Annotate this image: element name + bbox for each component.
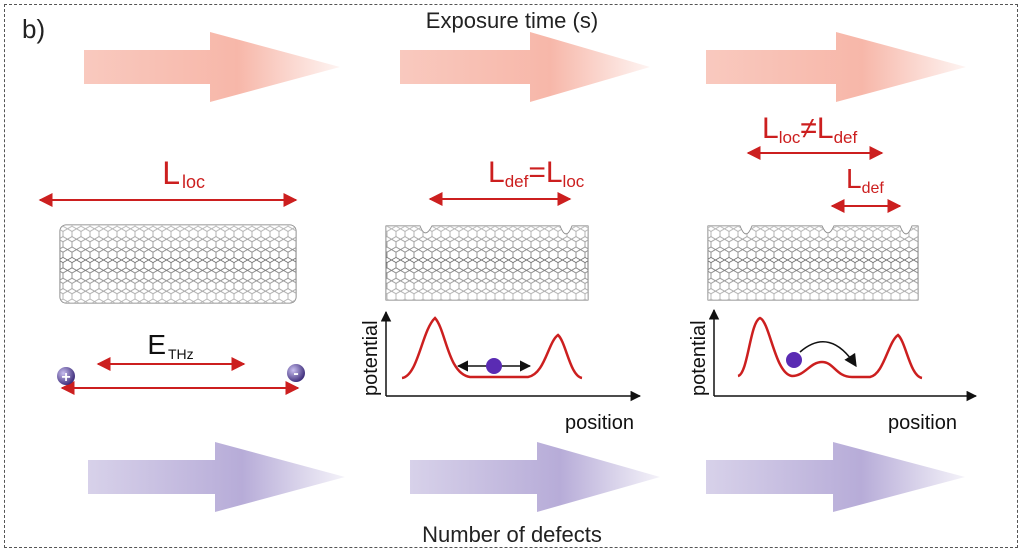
particle-icon-3 <box>786 352 802 368</box>
figure-frame <box>4 4 1018 548</box>
exposure-time-label: Exposure time (s) <box>425 8 599 33</box>
position-label-3: position <box>888 412 957 434</box>
potential-label-2: potential <box>360 320 382 396</box>
position-label-2: position <box>565 412 634 434</box>
e-thz-symbol: E <box>147 329 166 360</box>
particle-hop-arrow <box>799 341 857 368</box>
nanotube-one-defect-shading <box>386 226 588 300</box>
exposure-arrow-2 <box>400 32 650 102</box>
sub-len-subscript: def <box>862 180 885 197</box>
nanotube-pristine-shading <box>60 225 296 303</box>
neq-operator: ≠ <box>800 112 816 145</box>
positive-charge-icon <box>57 367 75 385</box>
particle-icon-2 <box>486 358 502 374</box>
e-thz-subscript: THz <box>168 346 194 362</box>
panel-3: Lloc≠Ldef Ldef potential position <box>688 112 978 434</box>
sub-len: L <box>846 163 862 194</box>
defect-arrow-3 <box>706 442 965 512</box>
exposure-arrows <box>84 32 966 102</box>
panel-label: b) <box>22 14 46 44</box>
l-loc-neq-l-def-label: Lloc≠Ldef <box>762 112 857 147</box>
panel-2: Ldef=Lloc potential position <box>360 156 642 434</box>
panel-1: L loc E THz + - <box>38 155 305 395</box>
exposure-arrow-1 <box>84 32 340 102</box>
potential-curve-2 <box>401 316 583 380</box>
number-of-defects-label: Number of defects <box>422 522 602 547</box>
exposure-arrow-3 <box>706 32 966 102</box>
eq-a-subscript: def <box>505 172 529 191</box>
defect-arrows <box>88 442 965 512</box>
eq-operator: = <box>528 156 546 189</box>
neq-a: L <box>762 112 779 145</box>
negative-charge-icon <box>287 364 305 382</box>
eq-b-subscript: loc <box>563 172 585 191</box>
l-loc-subscript: loc <box>182 172 205 192</box>
positive-charge-sign: + <box>61 369 70 386</box>
defect-arrow-1 <box>88 442 345 512</box>
neq-b: L <box>817 112 834 145</box>
l-loc-symbol: L <box>162 155 180 191</box>
neq-b-subscript: def <box>834 128 858 147</box>
neq-a-subscript: loc <box>779 128 801 147</box>
potential-label-3: potential <box>688 320 710 396</box>
eq-a: L <box>488 156 505 189</box>
potential-curve-3 <box>737 316 923 380</box>
l-def-label-3: Ldef <box>846 163 884 197</box>
eq-b: L <box>546 156 563 189</box>
nanotube-two-defects-shading <box>708 226 918 300</box>
negative-charge-sign: - <box>293 365 298 382</box>
l-def-eq-l-loc-label: Ldef=Lloc <box>488 156 585 191</box>
defect-arrow-2 <box>410 442 660 512</box>
